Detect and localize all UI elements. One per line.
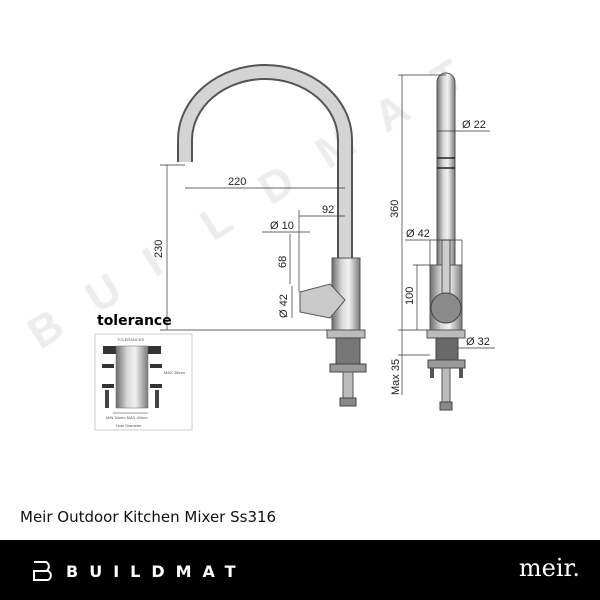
product-title: Meir Outdoor Kitchen Mixer Ss316	[20, 508, 277, 526]
dim-side-body-dia: Ø 42	[406, 228, 430, 240]
buildmat-text: BUILDMAT	[66, 561, 247, 581]
watermark	[0, 0, 600, 540]
dim-max-bench: Max 35	[390, 359, 402, 395]
dim-lever-dia: Ø 10	[270, 220, 294, 232]
dim-spout-dia: Ø 22	[462, 119, 486, 131]
meir-logo: meir.	[518, 554, 580, 582]
dim-body-dia: Ø 42	[278, 294, 290, 318]
dim-body-height: 100	[404, 287, 416, 305]
dim-reach: 220	[228, 176, 246, 188]
tolerance-label: tolerance	[97, 313, 172, 329]
inset-hole-range: MIN 34mm MAX 42mm	[106, 415, 148, 420]
tolerance-inset: TOLERANCES MAX 35mm MIN 34mm MAX 42mm Ho…	[94, 333, 193, 431]
front-view: 220 92 230 Ø 10 68 Ø 42	[153, 64, 367, 407]
side-view: 360 Ø 22 Ø 42 100 Ø 32 Max 35	[389, 72, 495, 411]
dim-shank-dia: Ø 32	[466, 336, 490, 348]
inset-hole-caption: Hole Diameter	[116, 423, 142, 428]
inset-max-depth: MAX 35mm	[164, 370, 186, 375]
buildmat-logo: BUILDMAT	[32, 560, 247, 582]
dim-lever-offset: 92	[322, 204, 334, 216]
inset-title: TOLERANCES	[117, 337, 144, 342]
footer-bar: BUILDMAT meir.	[0, 540, 600, 600]
dim-lever-len: 68	[277, 256, 289, 268]
dim-height: 230	[153, 240, 165, 258]
technical-drawing: 220 92 230 Ø 10 68 Ø 42 360 Ø 22 Ø 42 10…	[94, 64, 495, 431]
dim-total-height: 360	[389, 200, 401, 218]
buildmat-b-icon	[33, 561, 52, 581]
